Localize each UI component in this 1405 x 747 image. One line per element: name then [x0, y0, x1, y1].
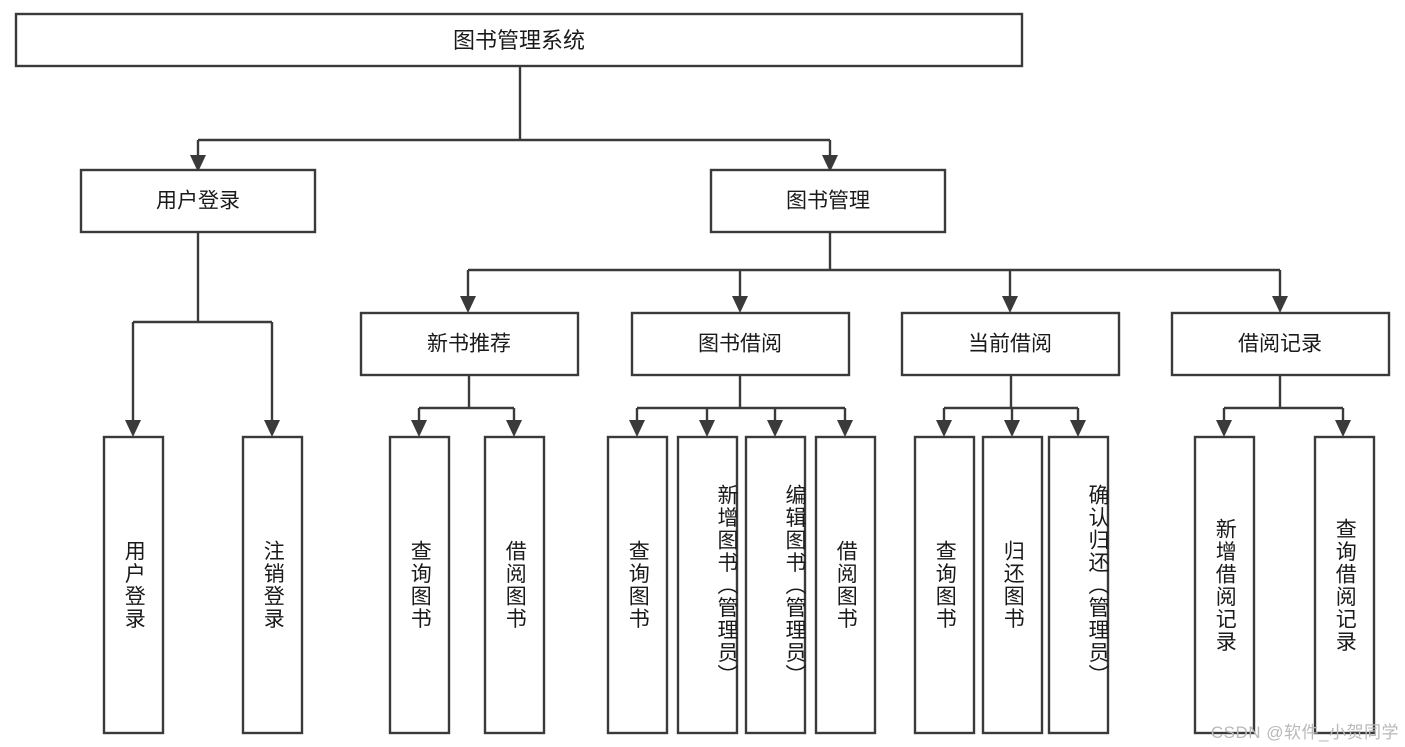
leaf-box-current-borrow-3[interactable] — [1047, 435, 1110, 735]
node-borrow-record[interactable]: 借阅记录 — [1170, 311, 1391, 377]
arrow-bookmgmt-to-record — [1272, 296, 1288, 313]
leaf-box-book-borrow-1[interactable] — [606, 435, 669, 735]
connector-group-book-borrow — [629, 375, 853, 437]
leaf-box-user-login-2[interactable] — [241, 435, 304, 735]
arrow-root-to-bookmgmt — [822, 155, 838, 172]
arrow-borrow-leaf4 — [837, 420, 853, 437]
node-borrow-record-label: 借阅记录 — [1238, 333, 1322, 356]
node-current-borrow-box[interactable] — [900, 311, 1121, 377]
arrow-borrow-leaf3 — [767, 420, 783, 437]
leaf-box-user-login-1[interactable] — [102, 435, 165, 735]
node-new-book-recommend-box[interactable] — [359, 311, 580, 377]
node-root-system[interactable]: 图书管理系统 — [14, 12, 1024, 68]
connector-group-root — [190, 66, 838, 172]
leaf-box-new-book-1[interactable] — [388, 435, 451, 735]
connector-group-user-login — [125, 232, 280, 437]
arrow-current-leaf3 — [1070, 420, 1086, 437]
watermark-text: CSDN @软件_小贺同学 — [1210, 723, 1399, 742]
leaf-box-book-borrow-4[interactable] — [814, 435, 877, 735]
leaf-box-current-borrow-2[interactable] — [981, 435, 1044, 735]
node-borrow-record-box[interactable] — [1170, 311, 1391, 377]
node-book-management[interactable]: 图书管理 — [709, 168, 947, 234]
arrow-newbook-leaf1 — [411, 420, 427, 437]
arrow-bookmgmt-to-current — [1002, 296, 1018, 313]
arrow-newbook-leaf2 — [506, 420, 522, 437]
arrow-record-leaf2 — [1335, 420, 1351, 437]
connector-group-borrow-record — [1216, 375, 1351, 437]
arrow-current-leaf2 — [1004, 420, 1020, 437]
leaf-box-new-book-2[interactable] — [483, 435, 546, 735]
node-user-login-box[interactable] — [79, 168, 317, 234]
leaf-box-book-borrow-2[interactable] — [676, 435, 739, 735]
node-book-management-box[interactable] — [709, 168, 947, 234]
arrow-bookmgmt-to-borrow — [732, 296, 748, 313]
leaf-box-book-borrow-3[interactable] — [744, 435, 807, 735]
arrow-userlogin-leaf2 — [264, 420, 280, 437]
node-book-borrow[interactable]: 图书借阅 — [630, 311, 851, 377]
node-root-system-box[interactable] — [14, 12, 1024, 68]
arrow-record-leaf1 — [1216, 420, 1232, 437]
node-user-login-label: 用户登录 — [156, 190, 240, 213]
leaf-box-borrow-record-2[interactable] — [1313, 435, 1376, 735]
arrow-root-to-userlogin — [190, 155, 206, 172]
arrow-current-leaf1 — [936, 420, 952, 437]
arrow-borrow-leaf1 — [629, 420, 645, 437]
node-user-login[interactable]: 用户登录 — [79, 168, 317, 234]
arrow-bookmgmt-to-newbook — [460, 296, 476, 313]
node-current-borrow-label: 当前借阅 — [968, 333, 1052, 356]
connector-group-book-mgmt — [460, 232, 1288, 313]
node-book-management-label: 图书管理 — [786, 190, 870, 213]
node-new-book-recommend[interactable]: 新书推荐 — [359, 311, 580, 377]
node-new-book-recommend-label: 新书推荐 — [427, 333, 511, 356]
arrow-userlogin-leaf1 — [125, 420, 141, 437]
connector-group-current-borrow — [936, 375, 1086, 437]
node-root-system-label: 图书管理系统 — [453, 28, 585, 53]
node-book-borrow-box[interactable] — [630, 311, 851, 377]
arrow-borrow-leaf2 — [699, 420, 715, 437]
leaf-box-current-borrow-1[interactable] — [913, 435, 976, 735]
leaf-box-borrow-record-1[interactable] — [1193, 435, 1256, 735]
node-current-borrow[interactable]: 当前借阅 — [900, 311, 1121, 377]
node-book-borrow-label: 图书借阅 — [698, 333, 782, 356]
connector-group-new-book — [411, 375, 522, 437]
